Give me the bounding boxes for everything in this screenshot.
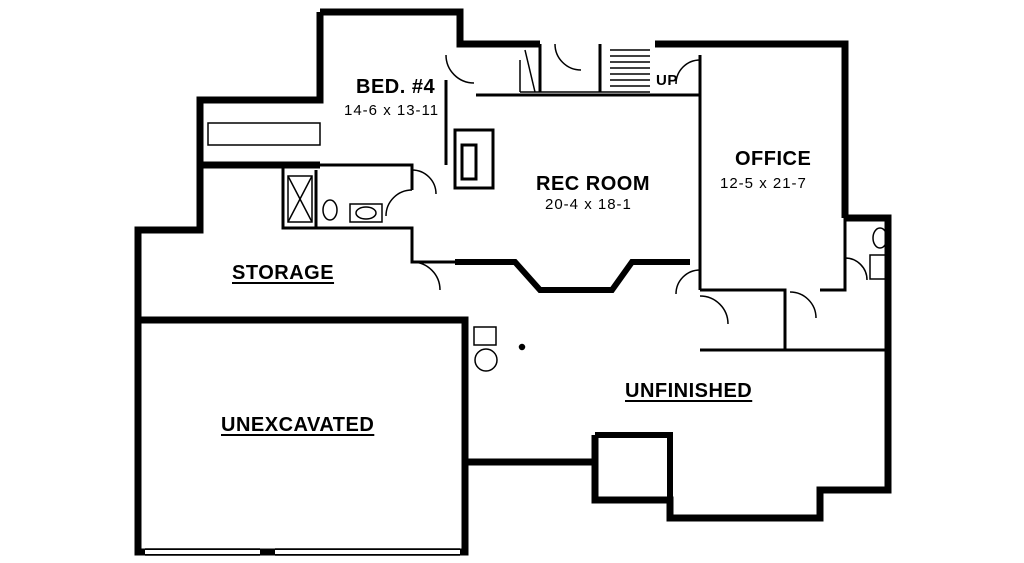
unexcavated-label: UNEXCAVATED (221, 414, 375, 436)
storage-label: STORAGE (232, 262, 335, 284)
fixtures (207, 122, 888, 372)
office-dimensions: 12-5 x 21-7 (720, 175, 807, 192)
rec-room-dimensions: 20-4 x 18-1 (545, 196, 632, 213)
bed4-label: BED. #4 (356, 76, 436, 98)
door-swings (385, 43, 868, 325)
rec-room-label: REC ROOM (536, 173, 650, 195)
stairs (519, 49, 650, 93)
window-openings (145, 548, 460, 556)
bed4-dimensions: 14-6 x 13-11 (344, 102, 440, 119)
interior-walls (281, 44, 888, 352)
unfinished-label: UNFINISHED (625, 380, 753, 402)
stairs-up-label: UP (656, 72, 678, 89)
office-label: OFFICE (735, 148, 812, 170)
